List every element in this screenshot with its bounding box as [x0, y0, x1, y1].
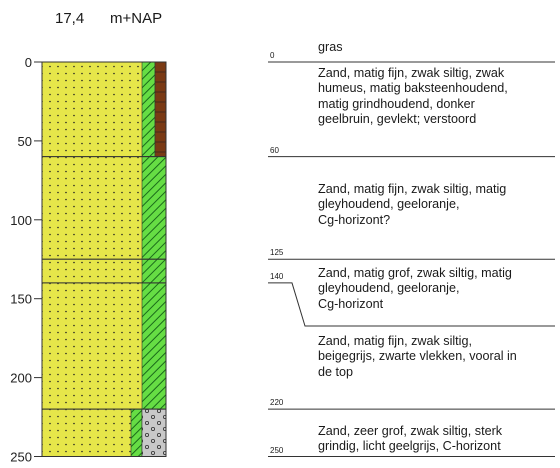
layer-4-sand [42, 409, 131, 457]
surface-elevation: 17,4 [55, 10, 85, 27]
axis-tick-label-100: 100 [10, 213, 32, 228]
axis-tick-label-150: 150 [10, 292, 32, 307]
layer-description-3: Zand, matig grof, zwak siltig, matig gle… [318, 266, 512, 311]
layer-4-gravel [141, 408, 167, 457]
soil-column [41, 61, 167, 458]
depth-label-125: 125 [270, 248, 284, 258]
depth-label-60: 60 [270, 145, 279, 155]
depth-label-250: 250 [270, 445, 284, 455]
layer-description-2: Zand, matig fijn, zwak siltig, matig gle… [318, 182, 507, 227]
layer-0-humus [154, 61, 167, 157]
layer-description-5: Zand, zeer grof, zwak siltig, sterk grin… [318, 424, 503, 454]
layer-boundaries [268, 61, 555, 457]
layer-4-outline [41, 408, 167, 458]
axis-tick-label-200: 200 [10, 371, 32, 386]
axis-tick-label-50: 50 [18, 134, 32, 149]
layer-1-sand [42, 156, 142, 260]
layer-4-silt [130, 408, 143, 457]
elevation-unit: m+NAP [110, 10, 163, 27]
layer-2-silt [141, 258, 167, 284]
axis-tick-label-250: 250 [10, 450, 32, 465]
layer-3-silt [141, 282, 167, 410]
depth-axis: 0 50 100 150 200 250 [10, 55, 43, 465]
depth-label-220: 220 [270, 398, 284, 408]
layer-description-1: Zand, matig fijn, zwak siltig, zwak hume… [318, 66, 508, 127]
layer-0-sand [42, 62, 142, 157]
layer-1-silt [141, 156, 167, 260]
layer-description-gras: gras [318, 40, 343, 54]
layer-description-4: Zand, matig fijn, zwak siltig, beigegrij… [318, 334, 517, 379]
layer-3-sand [42, 282, 142, 410]
depth-label-0: 0 [270, 51, 275, 60]
axis-tick-label-0: 0 [25, 55, 32, 70]
layer-0-silt [141, 61, 156, 157]
layer-2-sand [42, 259, 142, 283]
boundary-line-140 [268, 282, 555, 327]
depth-label-140: 140 [270, 271, 284, 281]
